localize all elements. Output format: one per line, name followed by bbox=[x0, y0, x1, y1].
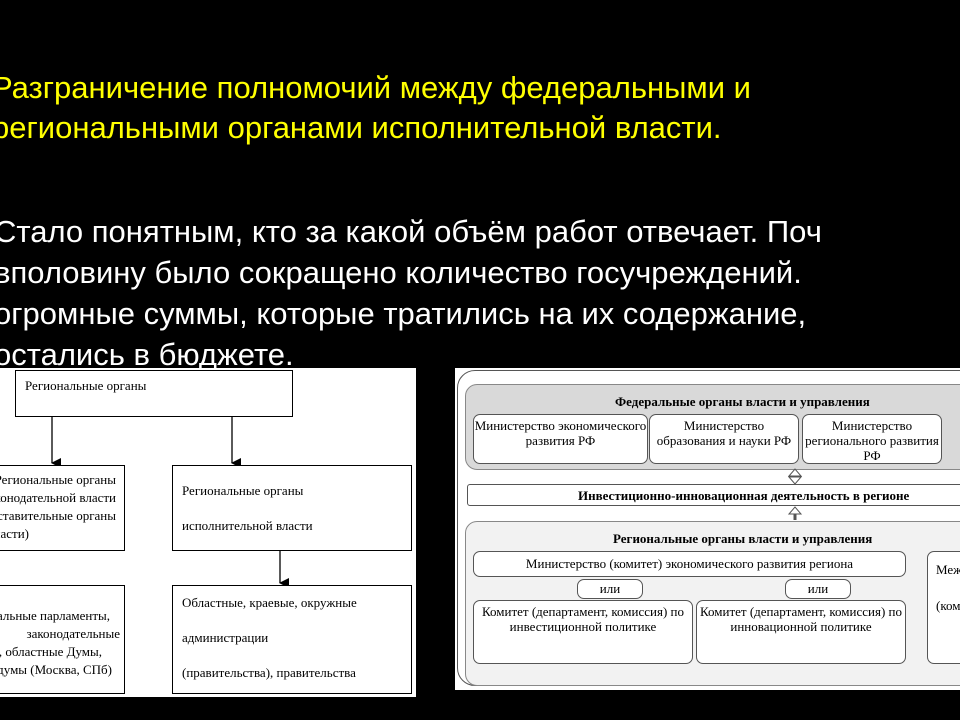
box-line: законодательные bbox=[26, 626, 120, 641]
ministry-education-science: Министерство образования и науки РФ bbox=[649, 414, 799, 464]
parliaments-box: Региональные парламенты, законодательные… bbox=[0, 585, 125, 694]
legislative-organs-box: Региональные органы законодательной влас… bbox=[0, 465, 125, 551]
administrations-box: Областные, краевые, окружные администрац… bbox=[172, 585, 412, 694]
federal-header: Федеральные органы власти и управления bbox=[615, 394, 870, 409]
authority-structure-diagram: Федеральные органы власти и управления М… bbox=[455, 368, 960, 690]
investment-activity-bar: Инвестиционно-инновационная деятельность… bbox=[467, 484, 960, 506]
box-line: Региональные парламенты, bbox=[0, 608, 110, 623]
box-line: Региональные органы bbox=[182, 483, 304, 498]
box-line: администрации bbox=[182, 630, 269, 645]
interagency-commission-box: Межведомственная (комиссия) bbox=[927, 551, 960, 664]
body-line: Стало понятным, кто за какой объём работ… bbox=[0, 214, 822, 249]
body-line: вполовину было сокращено количество госу… bbox=[0, 255, 802, 290]
investment-committee-box: Комитет (департамент, комиссия) по инвес… bbox=[473, 600, 693, 664]
regional-organs-box: Региональные органы bbox=[15, 370, 293, 417]
box-line: Региональные органы bbox=[0, 472, 116, 487]
box-line: (представительные органы bbox=[0, 508, 116, 523]
box-line: Областные, краевые, окружные bbox=[182, 595, 357, 610]
box-line: собрания, областные Думы, bbox=[0, 644, 102, 659]
regional-ministry-box: Министерство (комитет) экономического ра… bbox=[473, 551, 906, 577]
body-line: огромные суммы, которые тратились на их … bbox=[0, 296, 807, 331]
box-label: Региональные органы bbox=[25, 378, 147, 393]
regional-header: Региональные органы власти и управления bbox=[613, 531, 873, 546]
ministry-regional-development: Министерство регионального развития РФ bbox=[802, 414, 942, 464]
title-line: региональными органами исполнительной вл… bbox=[0, 110, 722, 145]
box-line: исполнительной власти bbox=[182, 518, 313, 533]
executive-organs-box: Региональные органы исполнительной власт… bbox=[172, 465, 412, 551]
slide-body: Стало понятным, кто за какой объём работ… bbox=[0, 211, 960, 375]
regional-organs-diagram: Региональные органы Региональные органы … bbox=[0, 368, 416, 697]
side-box-line: Межведомственная bbox=[936, 562, 960, 577]
investment-bar-label: Инвестиционно-инновационная деятельность… bbox=[578, 488, 910, 503]
box-line: (правительства), правительства bbox=[182, 665, 356, 680]
or-label-1: или bbox=[577, 579, 643, 599]
left-diagram-arrows bbox=[51, 417, 289, 588]
or-label-2: или bbox=[785, 579, 851, 599]
side-box-line: (комиссия) bbox=[936, 598, 960, 613]
box-line: городские думы (Москва, СПб) bbox=[0, 662, 112, 677]
title-line: Разграничение полномочий между федеральн… bbox=[0, 70, 751, 105]
box-line: власти) bbox=[0, 526, 29, 541]
body-line: остались в бюджете. bbox=[0, 337, 294, 372]
slide-title: Разграничение полномочий между федеральн… bbox=[0, 68, 960, 148]
innovation-committee-box: Комитет (департамент, комиссия) по иннов… bbox=[696, 600, 906, 664]
box-line: законодательной власти bbox=[0, 490, 116, 505]
ministry-economic-development: Министерство экономического развития РФ bbox=[473, 414, 648, 464]
